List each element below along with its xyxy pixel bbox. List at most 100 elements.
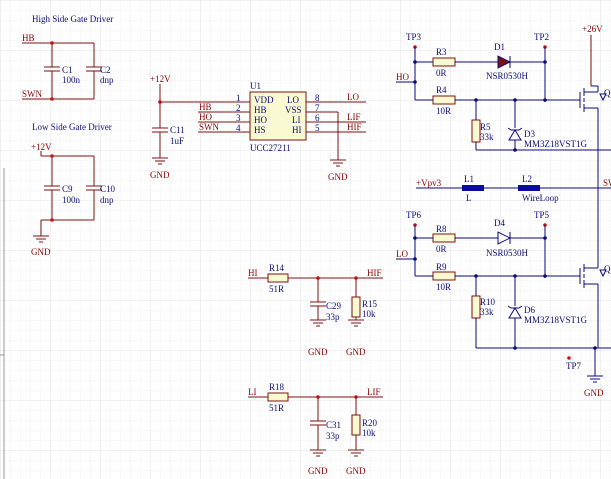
high-side-gate-network: TP3 HO R3 0R D1 NSR0530H TP2 R4 10R R5 3… [396,32,611,152]
d6-ref: D6 [524,305,535,315]
c31-ref: C31 [326,420,341,430]
d1-value: NSR0530H [486,71,529,81]
u1-pin-num-2: 2 [236,103,241,113]
tp6-label: TP6 [406,210,422,220]
r14-value: 51R [269,284,284,294]
c2-ref: C2 [100,65,111,75]
u1-pin-name-4: HS [254,125,266,135]
r18-ref: R18 [269,382,285,392]
d4-ref: D4 [494,218,505,228]
net-label-gnd-8: GND [584,388,604,398]
u1-pin-num-8: 8 [315,93,320,103]
net-label-vpv3: +Vpv3 [416,178,442,188]
net-label-12v-b: +12V [150,74,171,84]
net-label-gnd-3: GND [328,172,348,182]
l1-ref: L1 [464,174,474,184]
d3-ref: D3 [524,129,535,139]
r3-value: 0R [436,68,447,78]
d4-value: NSR0530H [486,248,529,258]
u1-pin-num-6: 6 [315,113,320,123]
u1-pin-num-5: 5 [315,123,320,133]
section-title-low-side: Low Side Gate Driver [32,122,112,132]
net-label-swn: SWN [22,89,43,99]
tp5-label: TP5 [534,210,550,220]
l1-value: L [466,193,472,203]
section-title-high-side: High Side Gate Driver [32,14,113,24]
net-label-gnd-5: GND [346,347,366,357]
u1-net-hb: HB [199,102,212,112]
net-label-hb: HB [22,33,35,43]
low-side-mosfet: Q GND TP7 [566,230,611,398]
u1-net-lo: LO [347,92,359,102]
u1-net-lif: LIF [347,112,361,122]
net-label-lo: LO [396,249,408,259]
vdd-decoupling: +12V GND C9 100n C10 dnp [31,142,116,257]
low-side-gate-network: TP6 LO R8 0R D4 NSR0530H TP5 R9 10R R10 … [396,210,611,350]
d3-value: MM3Z18VST1G [524,139,588,149]
r14-ref: R14 [269,263,285,273]
net-label-gnd-6: GND [308,466,328,476]
r15-value: 10k [362,309,376,319]
u1-net-hif: HIF [347,122,362,132]
u1-net-swn: SWN [199,122,220,132]
c31-value: 33p [326,431,340,441]
u1-pin-name-1: VDD [254,95,274,105]
net-label-lif: LIF [367,387,381,397]
r20-value: 10k [362,428,376,438]
c1-value: 100n [62,75,81,85]
net-label-li: LI [248,387,257,397]
net-label-hif: HIF [367,268,382,278]
net-label-sw: SW [603,178,611,188]
u1-ref: U1 [250,81,261,91]
net-label-gnd-2: GND [150,170,170,180]
u1-pin-name-7: VSS [285,105,302,115]
u1-pin-num-7: 7 [315,103,320,113]
r8-ref: R8 [436,224,447,234]
r5-ref: R5 [480,122,491,132]
net-label-ho: HO [396,72,409,82]
tp7-label: TP7 [566,361,582,371]
r4-value: 10R [436,106,451,116]
u1-pin-name-2: HB [254,105,267,115]
u1-pin-name-3: HO [254,115,267,125]
power-rail-vpv3: +Vpv3 L1 L L2 WireLoop SW [416,150,611,230]
q1-ref: Q [604,88,611,98]
net-label-12v-a: +12V [31,142,52,152]
u1-value: UCC27211 [250,143,291,153]
u1-net-ho: HO [199,112,212,122]
net-label-gnd-1: GND [31,247,51,257]
r18-value: 51R [269,403,284,413]
net-label-gnd-7: GND [346,466,366,476]
r9-ref: R9 [436,262,447,272]
u1-pin-num-1: 1 [236,93,241,103]
r5-value: 33k [480,132,494,142]
net-label-26v: +26V [582,24,603,34]
c11-value: 1uF [170,136,184,146]
c2-value: dnp [100,75,114,85]
tp3-label: TP3 [406,32,422,42]
r9-value: 10R [436,282,451,292]
hb-swn-decoupling: HB SWN C1 100n C2 dnp [22,33,114,101]
r15-ref: R15 [362,299,378,309]
r8-value: 0R [436,244,447,254]
driver-ic-u1: +12V GND C11 1uF U1 UCC27211 VDD HB HO H… [150,74,366,182]
li-input-filter: LI R18 51R LIF GND C31 33p GND R20 10k [248,382,383,476]
c10-value: dnp [100,195,114,205]
tp2-label: TP2 [534,32,549,42]
u1-pin-num-4: 4 [236,123,241,133]
high-side-mosfet: +26V Q [579,24,611,150]
c1-ref: C1 [62,65,73,75]
c9-ref: C9 [62,184,73,194]
r10-value: 33k [480,307,494,317]
c11-ref: C11 [170,125,185,135]
hi-input-filter: HI R14 51R HIF GND C29 33p GND R15 10k [248,263,383,357]
r3-ref: R3 [436,47,447,57]
u1-pin-num-3: 3 [236,113,241,123]
r20-ref: R20 [362,418,378,428]
l2-ref: L2 [522,174,532,184]
q2-ref: Q [604,264,611,274]
net-label-gnd-4: GND [308,347,328,357]
u1-pin-name-5: HI [292,125,302,135]
